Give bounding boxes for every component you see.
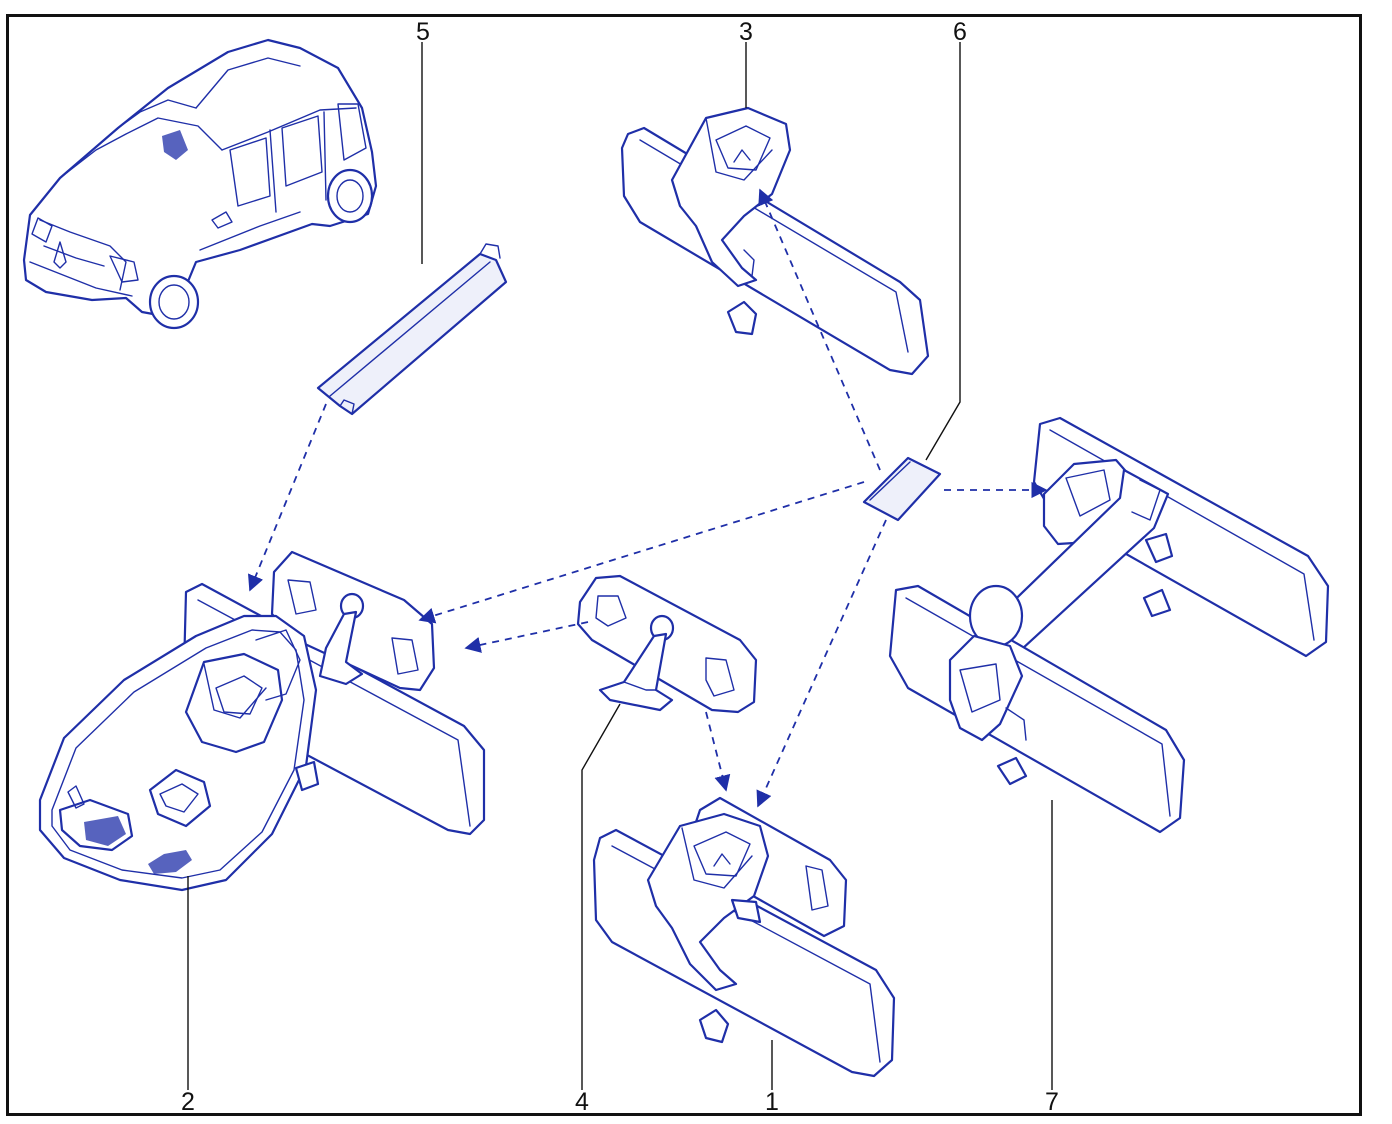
callout-3: 3 xyxy=(739,18,753,46)
callout-1: 1 xyxy=(765,1088,779,1116)
callout-5: 5 xyxy=(416,18,430,46)
car-overview xyxy=(22,38,378,330)
part-6-adhesive-pad xyxy=(862,456,942,522)
part-5-cover-strip xyxy=(316,243,508,416)
callout-4: 4 xyxy=(575,1088,589,1116)
part-4-mounting-plate xyxy=(576,574,758,714)
callout-6: 6 xyxy=(953,18,967,46)
assembly-paths xyxy=(248,188,1048,808)
part-2-housing-assembly xyxy=(38,550,486,892)
callout-7: 7 xyxy=(1045,1088,1059,1116)
part-3-mirror-with-bracket xyxy=(620,106,930,376)
leader-lines xyxy=(187,42,1053,1090)
callout-2: 2 xyxy=(181,1088,195,1116)
part-7-twin-mirror-assembly xyxy=(888,416,1330,834)
part-1-mirror xyxy=(592,796,896,1078)
